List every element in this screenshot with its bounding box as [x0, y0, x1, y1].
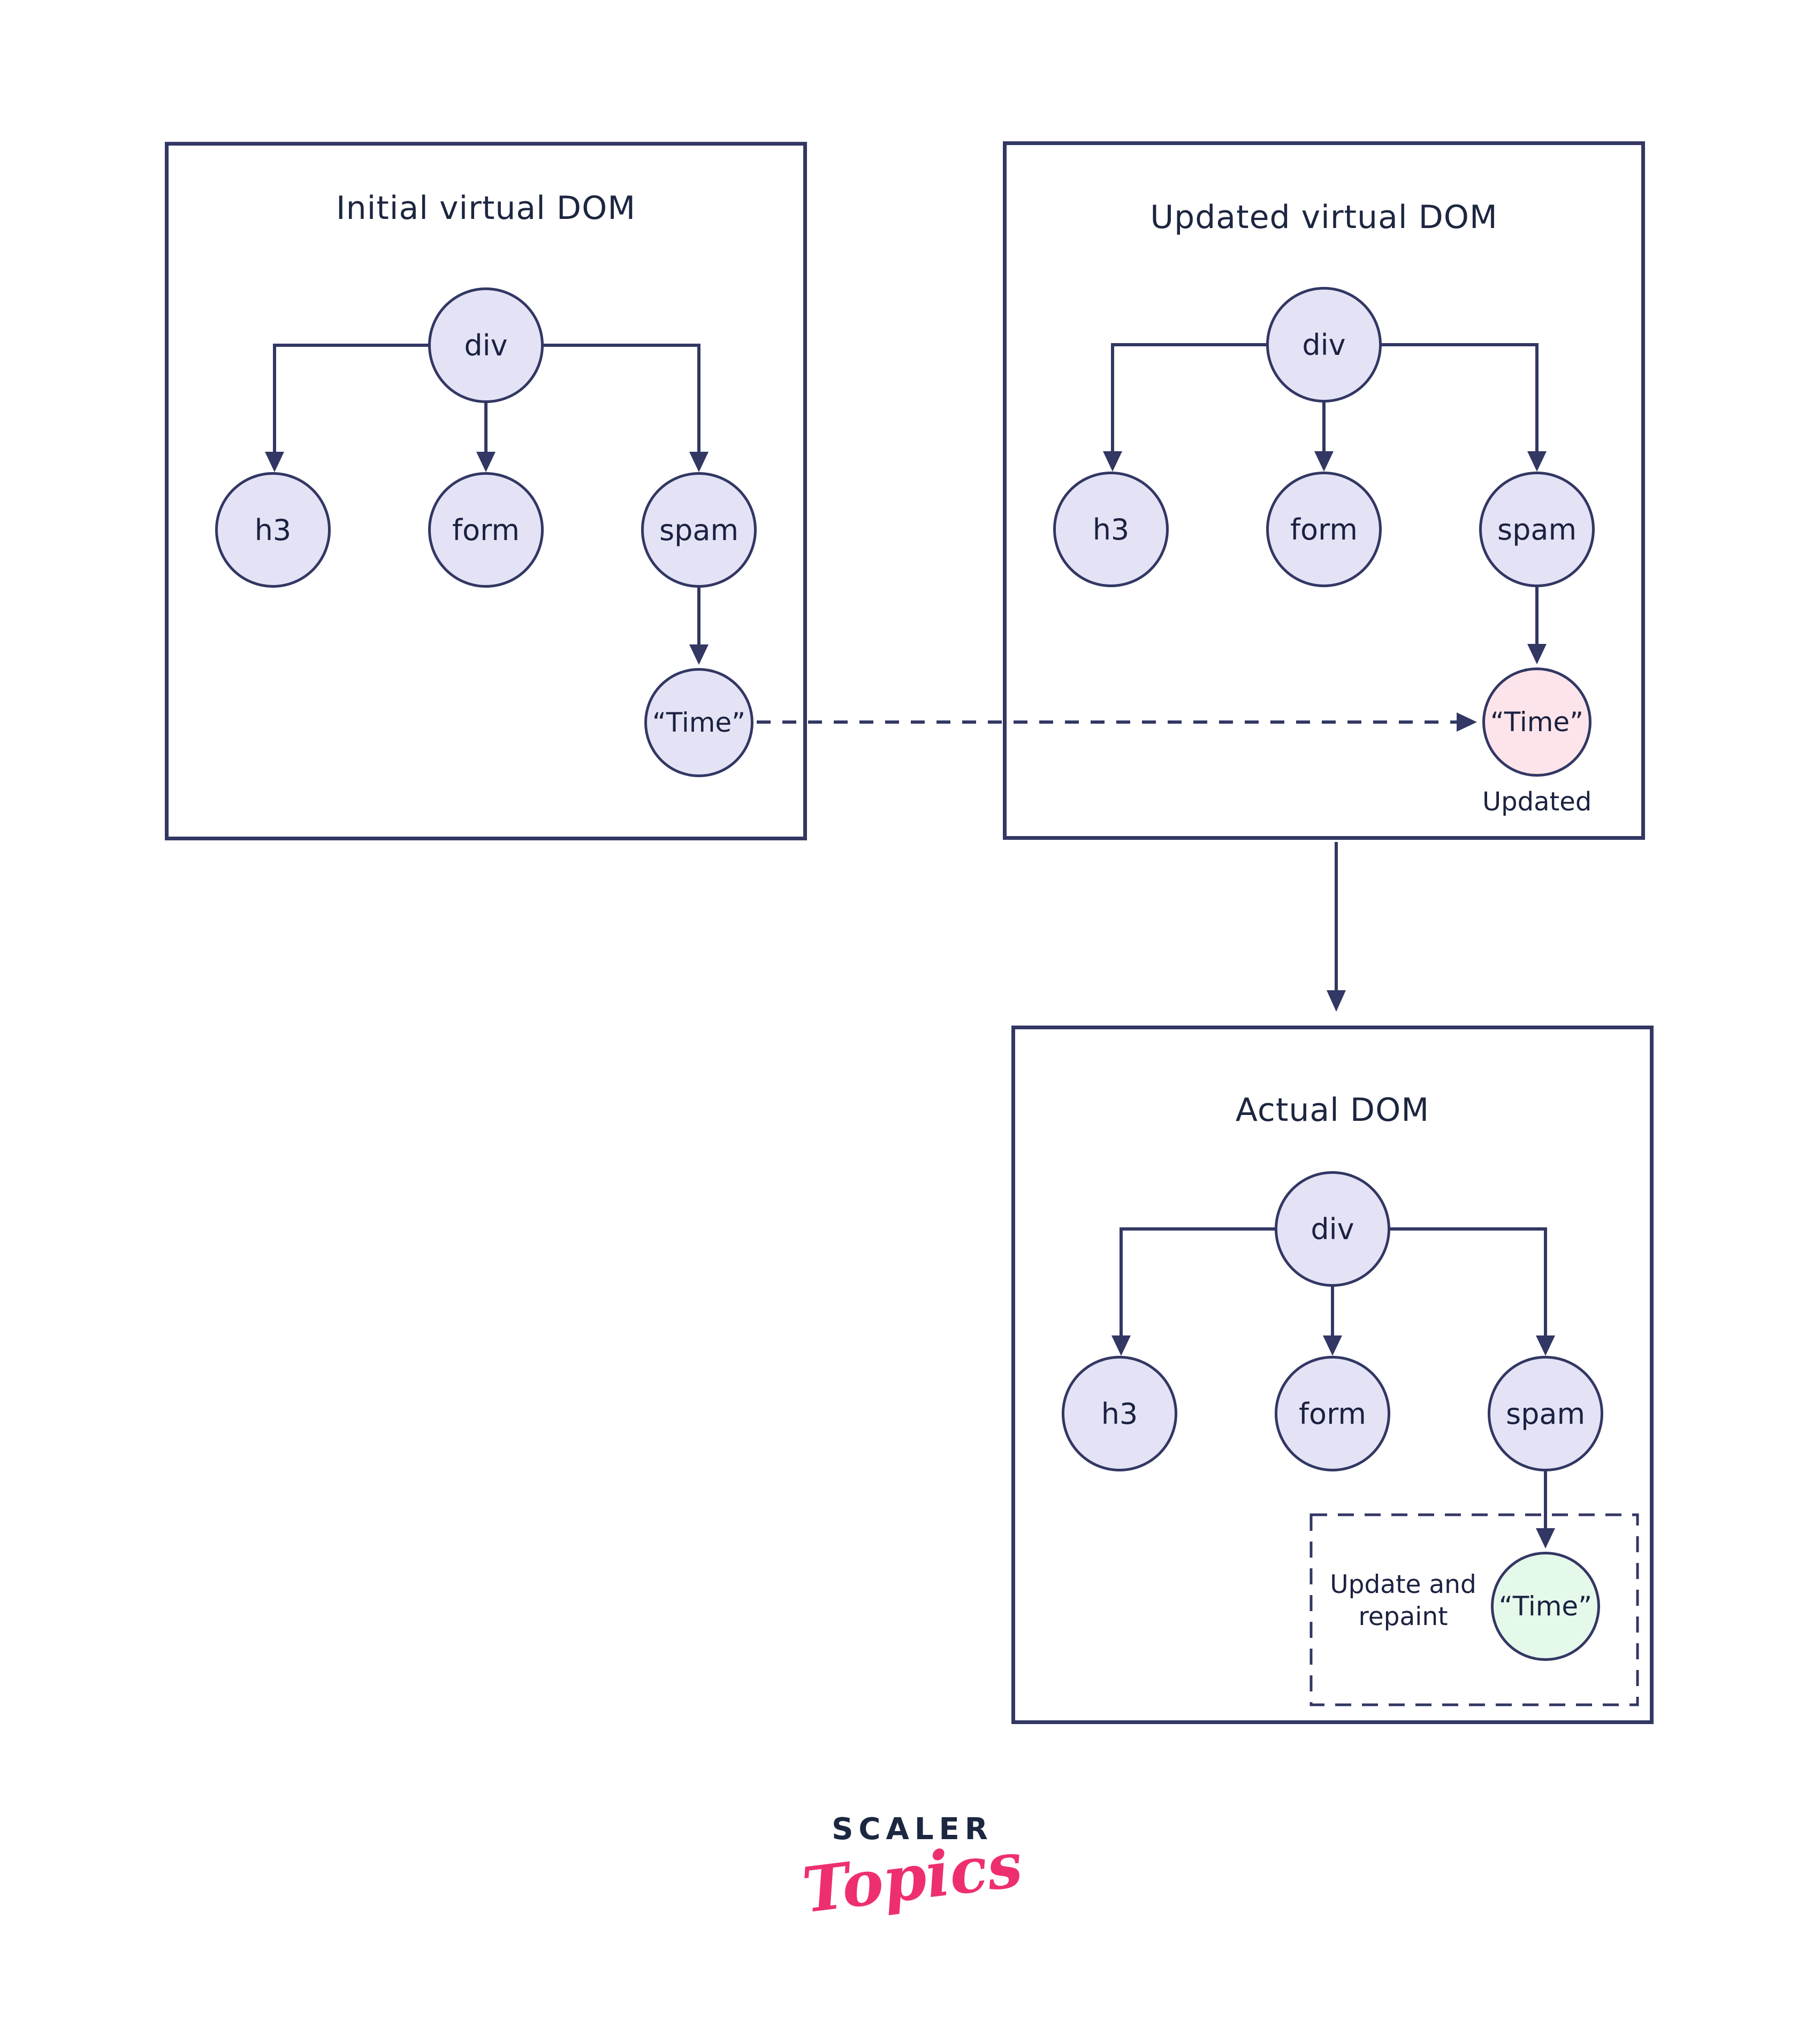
node-h3: h3	[1053, 472, 1169, 587]
node-div: div	[428, 287, 544, 403]
update-repaint-label: Update and repaint	[1307, 1569, 1499, 1633]
arrowhead-spam	[689, 452, 709, 472]
node-form: form	[428, 472, 544, 588]
node-spam: spam	[641, 472, 757, 588]
node-time: “Time”	[644, 668, 753, 777]
arrowhead-h3	[1111, 1335, 1131, 1356]
node-time-updated: “Time”	[1482, 667, 1591, 777]
connector-div-h3	[1120, 1227, 1332, 1337]
node-form: form	[1275, 1356, 1390, 1471]
arrowhead-form	[1314, 451, 1334, 472]
node-h3: h3	[215, 472, 331, 588]
update-repaint-line1: Update and	[1330, 1570, 1476, 1599]
node-div: div	[1266, 287, 1382, 403]
node-spam: spam	[1479, 472, 1595, 587]
connector-div-spam	[486, 344, 700, 453]
node-spam: spam	[1488, 1356, 1603, 1471]
panel-initial-virtual-dom: Initial virtual DOM div h3 form spam “Ti…	[165, 142, 807, 840]
connector-div-spam	[1332, 1227, 1547, 1337]
arrowhead-h3	[265, 452, 284, 472]
panel-title: Initial virtual DOM	[336, 189, 636, 227]
arrowhead-spam	[1536, 1335, 1555, 1356]
logo-scaler-text: SCALER	[832, 1812, 993, 1847]
node-form: form	[1266, 472, 1382, 587]
arrowhead-time	[1527, 644, 1547, 664]
arrowhead-h3	[1103, 451, 1122, 472]
render-arrowhead	[1327, 990, 1346, 1012]
connector-div-spam	[1324, 343, 1539, 452]
panel-title: Updated virtual DOM	[1150, 199, 1498, 236]
arrowhead-time	[1536, 1528, 1555, 1549]
arrowhead-spam	[1527, 451, 1547, 472]
arrowhead-form	[476, 452, 496, 472]
panel-title: Actual DOM	[1235, 1091, 1430, 1129]
node-time-repainted: “Time”	[1491, 1552, 1600, 1661]
connector-div-h3	[1111, 343, 1324, 452]
arrowhead-time	[689, 644, 709, 665]
panel-actual-dom: Actual DOM div h3 form spam “Time” Updat…	[1011, 1026, 1654, 1724]
panel-updated-virtual-dom: Updated virtual DOM div h3 form spam “Ti…	[1003, 141, 1645, 840]
scaler-topics-logo: SCALER Topics	[757, 1812, 1068, 1927]
node-div: div	[1275, 1171, 1390, 1287]
arrowhead-form	[1323, 1335, 1342, 1356]
repaint-region-outline	[1309, 1513, 1639, 1706]
connector-div-h3	[273, 344, 486, 453]
update-repaint-line2: repaint	[1358, 1602, 1448, 1632]
node-h3: h3	[1062, 1356, 1177, 1471]
updated-label: Updated	[1482, 787, 1592, 817]
